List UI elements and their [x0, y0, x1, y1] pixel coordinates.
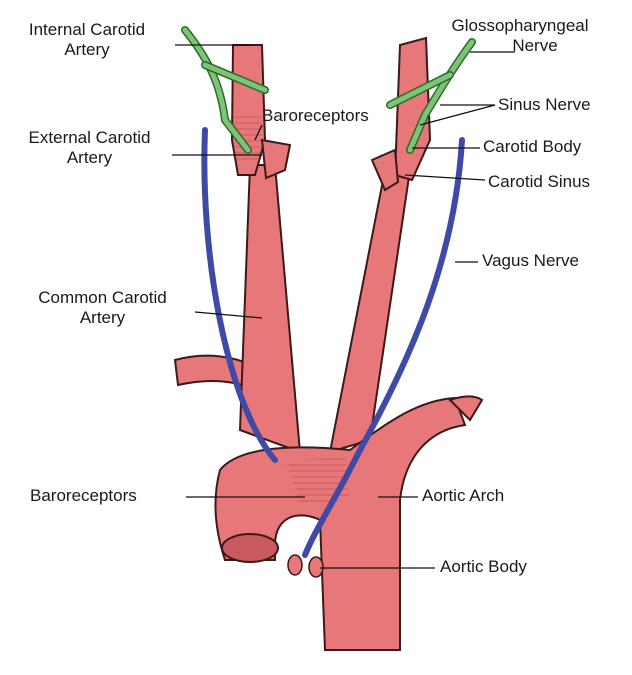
- label-external-carotid-line2: Artery: [12, 148, 167, 168]
- label-common-carotid-line2: Artery: [15, 308, 190, 328]
- label-external-carotid-line1: External Carotid: [12, 128, 167, 148]
- label-internal-carotid: Internal Carotid Artery: [12, 20, 162, 60]
- leader-carotid-sinus: [405, 175, 485, 180]
- label-vagus-nerve: Vagus Nerve: [482, 251, 579, 271]
- label-glossopharyngeal-line1: Glossopharyngeal: [440, 16, 600, 36]
- label-sinus-nerve: Sinus Nerve: [498, 95, 591, 115]
- label-common-carotid-line1: Common Carotid: [15, 288, 190, 308]
- right-common-carotid: [330, 170, 410, 452]
- label-baroreceptors-upper: Baroreceptors: [262, 106, 369, 126]
- left-common-carotid: [240, 165, 300, 452]
- label-aortic-arch: Aortic Arch: [422, 486, 504, 506]
- aortic-body-1: [288, 555, 302, 575]
- right-external-carotid: [372, 150, 398, 190]
- label-aortic-body: Aortic Body: [440, 557, 527, 577]
- left-external-carotid: [262, 140, 290, 178]
- aortic-arch-cut-end: [222, 534, 278, 562]
- label-common-carotid: Common Carotid Artery: [15, 288, 190, 328]
- label-glossopharyngeal: Glossopharyngeal Nerve: [440, 16, 600, 56]
- label-carotid-body: Carotid Body: [483, 137, 581, 157]
- label-glossopharyngeal-line2: Nerve: [440, 36, 600, 56]
- aortic-body-2: [309, 557, 323, 577]
- label-internal-carotid-line2: Artery: [12, 40, 162, 60]
- label-internal-carotid-line1: Internal Carotid: [12, 20, 162, 40]
- label-carotid-sinus: Carotid Sinus: [488, 172, 590, 192]
- label-external-carotid: External Carotid Artery: [12, 128, 167, 168]
- label-baroreceptors-lower: Baroreceptors: [30, 486, 137, 506]
